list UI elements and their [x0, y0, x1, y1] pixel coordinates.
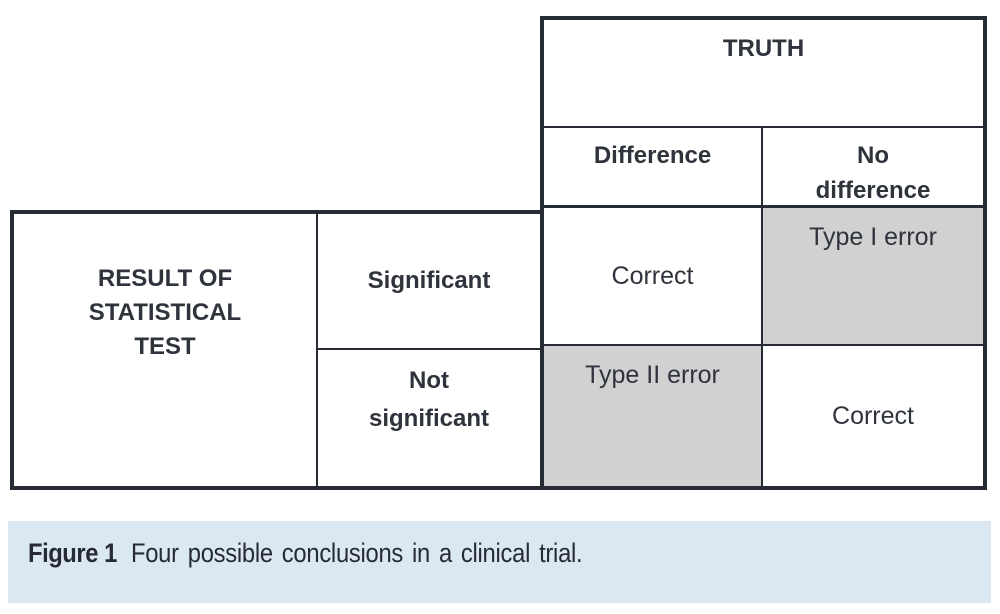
col-header-no-difference-label: No difference: [815, 142, 931, 204]
cell-correct-top: Correct: [544, 208, 763, 344]
row-group-header-label: RESULT OF STATISTICAL TEST: [88, 265, 242, 360]
figure-caption: Figure 1 Four possible conclusions in a c…: [28, 537, 875, 569]
row-header-column: Significant Not significant: [318, 214, 540, 486]
significant-result-row: Correct Type I error: [544, 208, 983, 346]
cell-correct-bottom: Correct: [832, 401, 914, 430]
row-header-not-significant-label: Not significant: [368, 367, 489, 432]
figure-caption-bar: Figure 1 Four possible conclusions in a c…: [8, 521, 991, 603]
truth-header-cell: TRUTH: [544, 20, 983, 128]
figure-caption-text: Four possible conclusions in a clinical …: [130, 538, 583, 568]
truth-block: TRUTH Difference No difference Correct T…: [540, 16, 987, 490]
col-header-no-difference: No difference: [763, 128, 983, 205]
not-significant-result-row: Type II error Correct: [544, 346, 983, 486]
cell-type-ii-error: Type II error: [544, 346, 763, 486]
result-block: RESULT OF STATISTICAL TEST Significant N…: [10, 210, 544, 490]
figure-caption-label: Figure 1: [28, 538, 117, 568]
column-header-row: Difference No difference: [544, 128, 983, 208]
row-header-significant: Significant: [318, 214, 540, 350]
row-group-header-cell: RESULT OF STATISTICAL TEST: [14, 214, 318, 486]
row-header-not-significant: Not significant: [318, 350, 540, 486]
cell-type-i-error: Type I error: [763, 208, 983, 344]
col-header-difference: Difference: [544, 128, 763, 205]
